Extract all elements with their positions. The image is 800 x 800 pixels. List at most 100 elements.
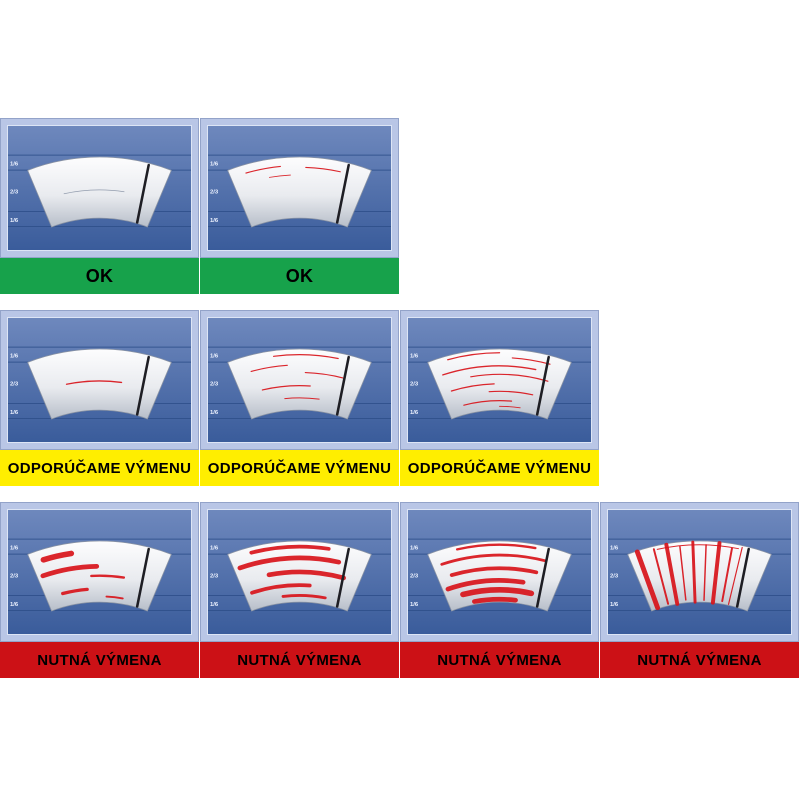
- wiper-blade-line: [135, 547, 150, 608]
- wiper-blade-line: [135, 163, 150, 224]
- wear-streaks: [440, 543, 547, 604]
- wear-streak: [449, 566, 539, 577]
- wear-streak: [445, 578, 526, 592]
- wear-streak: [447, 352, 501, 361]
- wiper-sweep-area: [427, 348, 572, 420]
- wear-streak: [727, 546, 743, 605]
- wear-streaks: [237, 544, 346, 600]
- wear-streak: [40, 564, 100, 579]
- wear-streak: [710, 541, 722, 605]
- wiper-sweep-area: [227, 156, 372, 228]
- wear-streaks: [40, 550, 126, 600]
- panel-frame: 1/6 2/3 1/6: [400, 310, 599, 450]
- scale-mark: 2/3: [210, 574, 218, 580]
- panel-screen: 1/6 2/3 1/6: [407, 509, 592, 635]
- scale-mark: 1/6: [410, 410, 418, 416]
- wear-streak: [455, 543, 537, 551]
- wear-streak: [245, 165, 282, 174]
- status-label-recommend: ODPORÚČAME VÝMENU: [0, 450, 199, 486]
- wear-streak: [691, 540, 697, 604]
- wear-streak: [281, 594, 327, 600]
- scale-mark: 2/3: [410, 382, 418, 388]
- wear-streak: [63, 189, 125, 195]
- wear-streak: [442, 365, 537, 376]
- status-label-replace: NUTNÁ VÝMENA: [0, 642, 199, 678]
- wiper-blade-line: [535, 355, 550, 416]
- wear-streak: [90, 574, 126, 579]
- wear-streak: [305, 166, 341, 173]
- wear-streak: [268, 174, 291, 178]
- wiper-sweep-area: [27, 156, 172, 228]
- wear-streak: [272, 354, 339, 360]
- wiper-sweep-area: [627, 540, 772, 612]
- scale-mark: 1/6: [410, 546, 418, 552]
- wear-streak: [266, 569, 346, 581]
- scale-mark: 2/3: [410, 574, 418, 580]
- wear-streak: [284, 397, 320, 400]
- wiper-sweep-area: [227, 540, 372, 612]
- scale-mark: 1/6: [210, 602, 218, 608]
- wear-streak: [488, 390, 534, 396]
- scale-mark: 1/6: [10, 546, 18, 552]
- wiper-blade-line: [335, 355, 350, 416]
- wear-streak: [250, 364, 288, 373]
- wiper-test-graphic: 1/62/31/6: [208, 318, 391, 442]
- wear-streak: [304, 372, 344, 379]
- status-label-replace: NUTNÁ VÝMENA: [200, 642, 399, 678]
- wear-streaks: [442, 352, 551, 409]
- wiper-blade-line: [535, 547, 550, 608]
- status-label-replace: NUTNÁ VÝMENA: [400, 642, 599, 678]
- wiper-test-graphic: 1/62/31/6: [208, 510, 391, 634]
- scale-mark: 1/6: [10, 410, 18, 416]
- wear-streak: [499, 405, 521, 409]
- scale-mark: 1/6: [210, 218, 218, 224]
- wear-streak: [463, 400, 513, 406]
- wear-streak: [61, 587, 89, 596]
- wear-streaks: [250, 354, 344, 400]
- wear-streak: [721, 547, 733, 603]
- scale-mark: 1/6: [410, 602, 418, 608]
- scale-mark: 1/6: [10, 602, 18, 608]
- wear-streak: [261, 385, 311, 391]
- panel-frame: 1/6 2/3 1/6: [400, 502, 599, 642]
- wiper-test-graphic: 1/62/31/6: [8, 318, 191, 442]
- scale-mark: 1/6: [10, 162, 18, 168]
- wear-streak: [664, 542, 680, 606]
- panel-screen: 1/6 2/3 1/6: [407, 317, 592, 443]
- wiper-blade-line: [735, 547, 750, 608]
- scale-mark: 1/6: [10, 354, 18, 360]
- scale-mark: 1/6: [10, 218, 18, 224]
- scale-mark: 1/6: [410, 354, 418, 360]
- wear-streaks: [63, 189, 125, 195]
- status-label-ok: OK: [0, 258, 199, 294]
- scale-mark: 1/6: [210, 354, 218, 360]
- wear-streaks: [245, 165, 341, 178]
- wiper-sweep-area: [27, 348, 172, 420]
- wiper-blade-line: [135, 355, 150, 416]
- scale-mark: 2/3: [210, 382, 218, 388]
- wear-streak: [470, 373, 549, 382]
- wear-streak: [105, 595, 124, 600]
- wear-streak: [237, 555, 342, 571]
- wear-streaks: [634, 540, 743, 611]
- wear-streak: [450, 383, 495, 392]
